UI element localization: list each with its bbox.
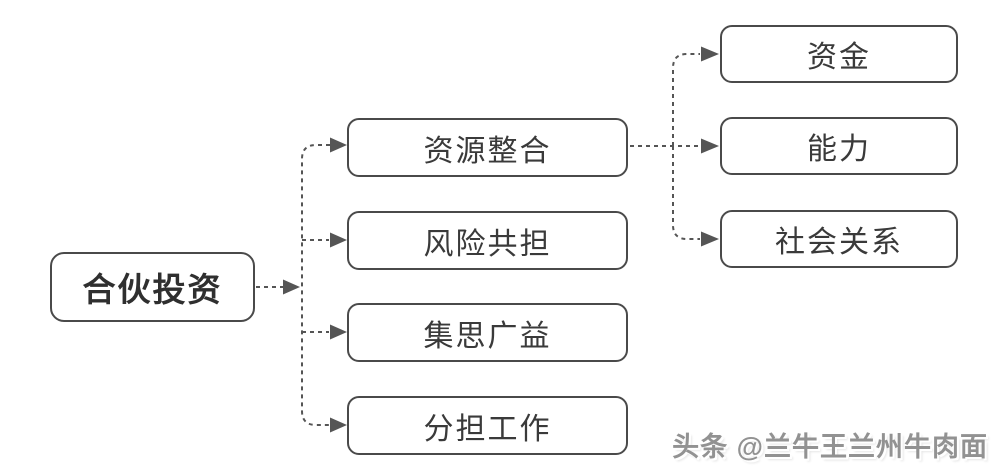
node-label: 社会关系 — [775, 226, 903, 259]
watermark: 头条 @兰牛王兰州牛肉面 — [672, 432, 988, 462]
arrowhead-resource — [330, 137, 347, 153]
node-label: 分担工作 — [423, 412, 552, 446]
node-label: 合伙投资 — [82, 271, 223, 308]
arrowhead-capital — [701, 46, 719, 62]
node-social-relations: 社会关系 — [720, 210, 958, 268]
node-label: 集思广益 — [423, 319, 552, 353]
node-label: 资源整合 — [423, 134, 552, 168]
node-label: 能力 — [807, 133, 871, 166]
arrowhead-brainstorm — [330, 324, 347, 340]
connector-right-trunk-up — [672, 53, 700, 146]
node-resource-integration: 资源整合 — [347, 118, 628, 177]
arrowhead-work — [330, 417, 347, 433]
node-brainstorming: 集思广益 — [347, 303, 628, 362]
node-ability: 能力 — [720, 117, 958, 175]
arrowhead-relations — [701, 231, 719, 247]
node-label: 风险共担 — [423, 227, 552, 261]
node-risk-sharing: 风险共担 — [347, 211, 628, 270]
node-capital: 资金 — [720, 25, 958, 83]
node-partnership-investment: 合伙投资 — [50, 252, 255, 322]
arrowhead-ability — [701, 138, 719, 154]
node-label: 资金 — [807, 41, 871, 74]
connector-left-trunk — [301, 144, 330, 426]
connector-right-trunk-down — [672, 146, 700, 240]
arrowhead-root — [283, 279, 300, 295]
arrowhead-risk — [330, 232, 347, 248]
node-work-sharing: 分担工作 — [347, 396, 628, 455]
